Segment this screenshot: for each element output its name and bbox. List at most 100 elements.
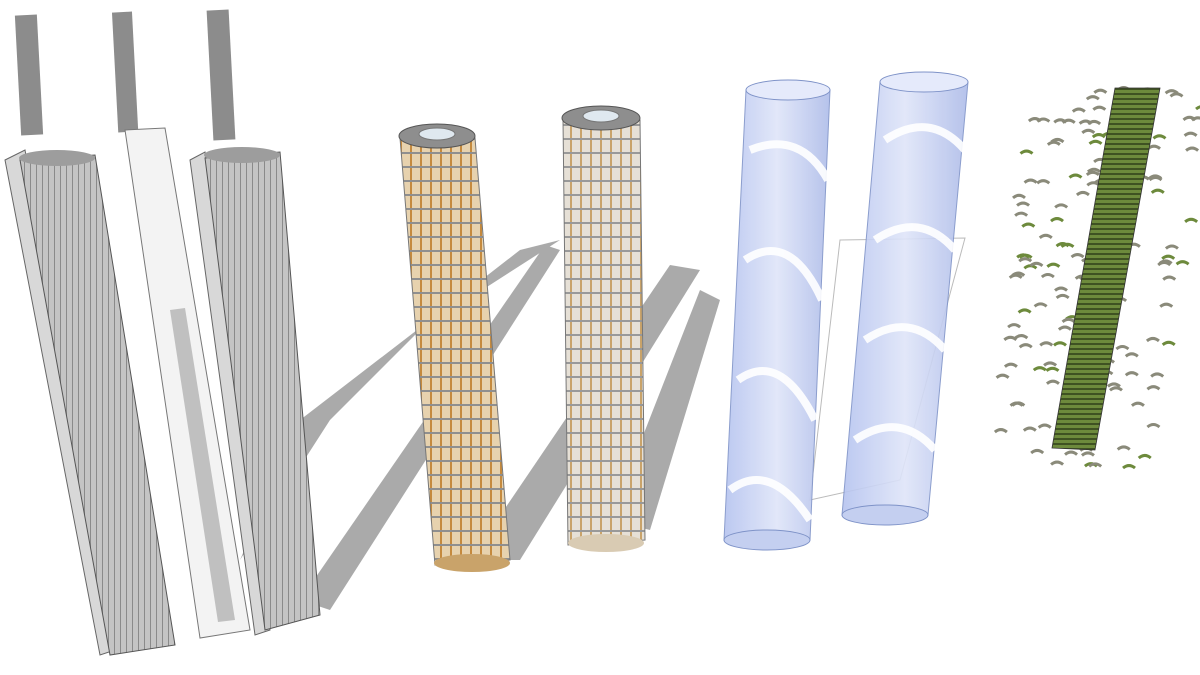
fragment <box>1055 293 1070 300</box>
green-tower-body <box>1051 87 1161 451</box>
fragment <box>1068 173 1083 179</box>
fragment <box>1086 181 1101 187</box>
fragment <box>1036 117 1051 123</box>
fragment <box>1161 340 1176 347</box>
fragment <box>1093 88 1108 94</box>
fragment <box>1085 95 1100 101</box>
roof-ring <box>418 127 456 141</box>
glass-bottom <box>723 529 811 551</box>
glass-spiral-tower-2 <box>841 71 969 526</box>
timber-lattice-tower-2 <box>561 105 646 552</box>
fragment <box>1075 190 1090 197</box>
fragment <box>1045 379 1060 385</box>
fragment <box>1137 453 1152 460</box>
tower-top <box>19 150 95 166</box>
fragment <box>1184 217 1199 223</box>
fragment <box>1064 450 1078 456</box>
core-shaft <box>170 308 235 622</box>
fragment <box>1088 139 1103 145</box>
glass-top <box>879 71 969 93</box>
fragment <box>1016 201 1031 207</box>
fragment <box>1040 273 1055 279</box>
fragment <box>1169 92 1184 98</box>
fragment <box>1054 286 1068 292</box>
fragment <box>1150 188 1165 194</box>
fragment <box>1145 336 1160 343</box>
fragment <box>1033 302 1048 308</box>
fragment <box>1086 167 1101 173</box>
roof-ring <box>582 109 620 123</box>
tower-top <box>204 147 280 163</box>
fragment <box>1023 264 1038 270</box>
fragment <box>1029 261 1044 268</box>
timber-lattice-tower-1 <box>398 123 511 572</box>
fragment <box>1045 366 1060 372</box>
fragment <box>1050 217 1064 223</box>
fragment <box>1185 146 1200 152</box>
fragment <box>1146 423 1161 429</box>
fragment <box>1091 133 1106 139</box>
mast <box>206 9 236 141</box>
fragment <box>1018 257 1033 263</box>
glass-spiral-tower-1 <box>723 79 832 551</box>
fragment <box>1157 260 1172 267</box>
fragment <box>1190 116 1200 122</box>
fragment <box>1046 140 1061 146</box>
fragment <box>1018 343 1033 349</box>
fragment <box>1046 262 1061 268</box>
fragment <box>995 373 1010 379</box>
glass-top <box>745 79 831 101</box>
fragment <box>1115 345 1130 351</box>
fragment <box>1012 193 1026 200</box>
fragment <box>1043 361 1058 367</box>
fragment <box>1161 254 1176 260</box>
fragment <box>1175 260 1190 266</box>
steel-frame-tower-1 <box>4 14 176 656</box>
green-spiral-tower <box>993 86 1200 470</box>
fragment <box>1071 107 1086 113</box>
mast <box>111 11 139 133</box>
fragment <box>1148 174 1163 180</box>
tower-bottom <box>568 534 644 552</box>
fragment <box>1146 385 1161 391</box>
fragment <box>1087 119 1102 126</box>
fragment <box>1152 134 1167 140</box>
fragment <box>1007 323 1022 329</box>
fragment <box>1092 105 1107 111</box>
glass-bottom <box>841 504 929 526</box>
spiral-ramp <box>727 140 832 523</box>
fragment <box>1053 341 1067 347</box>
fragment <box>1014 211 1029 217</box>
spiral-ramp <box>852 123 969 453</box>
fragment <box>1116 445 1131 451</box>
fragment <box>1124 352 1139 358</box>
fragment <box>1011 401 1026 407</box>
fragment <box>1081 128 1096 135</box>
fragment <box>1038 233 1053 240</box>
fragment <box>1183 131 1198 137</box>
fragment <box>1159 302 1174 308</box>
fragment <box>1014 334 1029 340</box>
fragment <box>1022 426 1037 432</box>
fragment <box>1162 275 1177 281</box>
fragment <box>1106 382 1121 388</box>
fragment <box>1016 253 1031 259</box>
fragment <box>1003 362 1018 368</box>
fragment <box>1130 401 1145 407</box>
fragment <box>1019 149 1034 155</box>
fragment <box>1164 244 1179 250</box>
fragment <box>1070 253 1085 259</box>
tower-body <box>562 119 646 546</box>
fragment <box>1061 118 1076 124</box>
fragment <box>1122 464 1136 470</box>
fragment <box>1036 179 1051 185</box>
fragment <box>1054 203 1069 209</box>
tower-bottom <box>434 554 510 572</box>
fragment <box>1003 335 1018 342</box>
white-core-tower <box>111 11 251 639</box>
steel-frame-tower-2 <box>189 9 321 636</box>
fragment <box>1150 372 1165 378</box>
mast <box>14 14 44 136</box>
fragment <box>1050 460 1065 466</box>
